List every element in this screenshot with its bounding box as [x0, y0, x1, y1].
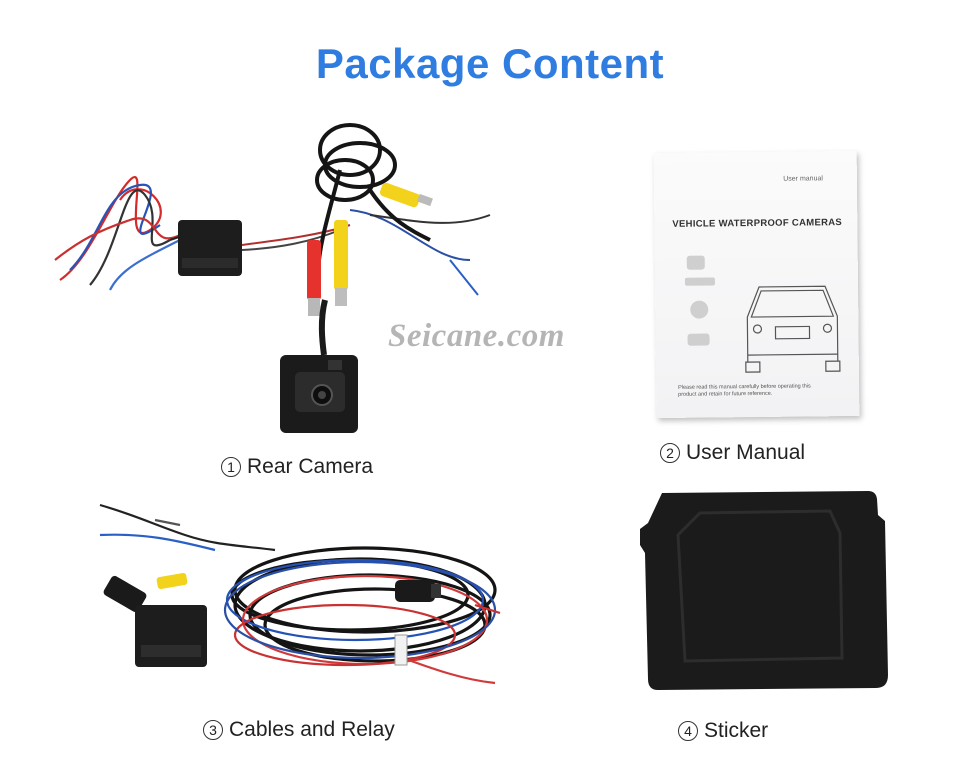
manual-top-label: User manual [783, 175, 823, 183]
item-number: 2 [660, 443, 680, 463]
item-label: Rear Camera [247, 455, 374, 478]
cables-relay-photo [99, 503, 501, 685]
item-number: 3 [203, 720, 223, 740]
item-caption-cables-relay: 3 Cables and Relay [203, 718, 395, 742]
item-number: 4 [678, 721, 698, 741]
manual-illustration [684, 255, 841, 373]
sticker-photo [640, 491, 888, 690]
item-number: 1 [221, 457, 241, 477]
item-caption-user-manual: 2 User Manual [660, 441, 805, 465]
item-label: Cables and Relay [229, 718, 395, 741]
item-caption-sticker: 4 Sticker [678, 719, 768, 743]
user-manual-photo: User manual VEHICLE WATERPROOF CAMERAS P… [653, 150, 860, 419]
page-title: Package Content [315, 40, 665, 87]
watermark-text: Seicane.com [388, 318, 565, 354]
manual-footer-text: Please read this manual carefully before… [678, 383, 811, 398]
item-label: User Manual [686, 441, 806, 464]
manual-title: VEHICLE WATERPROOF CAMERAS [672, 217, 843, 230]
item-label: Sticker [704, 719, 769, 742]
rear-camera-photo [54, 123, 491, 433]
item-caption-rear-camera: 1 Rear Camera [221, 455, 373, 479]
